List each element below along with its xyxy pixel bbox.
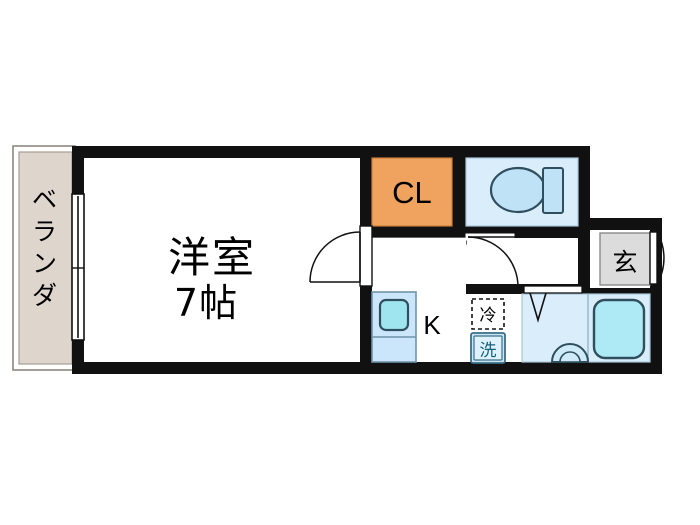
wall-left-upper — [72, 146, 84, 194]
bathroom-door[interactable] — [523, 285, 583, 323]
toilet-room — [465, 157, 579, 227]
washer-label: 洗 — [480, 341, 497, 361]
entrance-label: 玄 — [612, 248, 637, 277]
balcony-area: ベランダ — [12, 145, 76, 371]
wall-toilet-right — [578, 146, 590, 238]
main-room-name: 洋室 — [168, 233, 256, 282]
closet-floor — [371, 157, 453, 227]
room-entry-door-swing-arc — [309, 231, 361, 283]
closet-label: CL — [392, 175, 432, 210]
wash-basin-bowl — [559, 351, 581, 363]
bathroom-door-track — [523, 285, 583, 294]
toilet-bowl — [489, 166, 547, 214]
refrigerator-label: 冷 — [480, 306, 497, 326]
balcony-window[interactable] — [71, 193, 85, 341]
appliance-alcove: 冷 洗 — [466, 294, 522, 364]
bathroom-door-leaf — [529, 292, 547, 323]
entrance-door-swing-arc — [656, 231, 665, 285]
toilet-door[interactable] — [465, 233, 519, 288]
wall-closet-bottom — [360, 226, 466, 238]
wall-room-closet-divider — [360, 146, 372, 226]
refrigerator-slot: 冷 — [471, 298, 505, 330]
wall-closet-toilet-divider — [452, 146, 466, 238]
main-room-size: 7帖 — [174, 281, 238, 325]
balcony-floor — [18, 151, 73, 365]
wall-entrance-left — [578, 230, 590, 288]
kitchen-sink — [371, 291, 417, 363]
kitchen-label: K — [423, 310, 441, 340]
washer-inner — [473, 335, 503, 361]
toilet-door-swing-arc — [467, 236, 519, 288]
wall-entrance-top — [578, 218, 662, 230]
entrance-area: 玄 — [590, 230, 651, 288]
sink-basin — [378, 298, 410, 332]
toilet-tank — [542, 167, 564, 214]
refrigerator-outline — [471, 298, 505, 330]
closet-area: CL — [371, 157, 453, 227]
room-entry-door-frame — [359, 225, 373, 287]
room-entry-door[interactable] — [309, 225, 373, 287]
wall-room-kitchen-divider — [360, 286, 372, 374]
main-room-area: 洋室 7帖 — [84, 158, 360, 362]
balcony-label: ベランダ — [32, 186, 60, 310]
entrance-door[interactable] — [649, 231, 665, 285]
main-room-floor — [84, 158, 360, 362]
entrance-door-leaf — [649, 231, 658, 285]
bathroom-area — [521, 293, 651, 363]
washer-slot: 洗 — [470, 332, 506, 364]
bathtub — [592, 298, 646, 360]
wall-top — [72, 146, 590, 158]
